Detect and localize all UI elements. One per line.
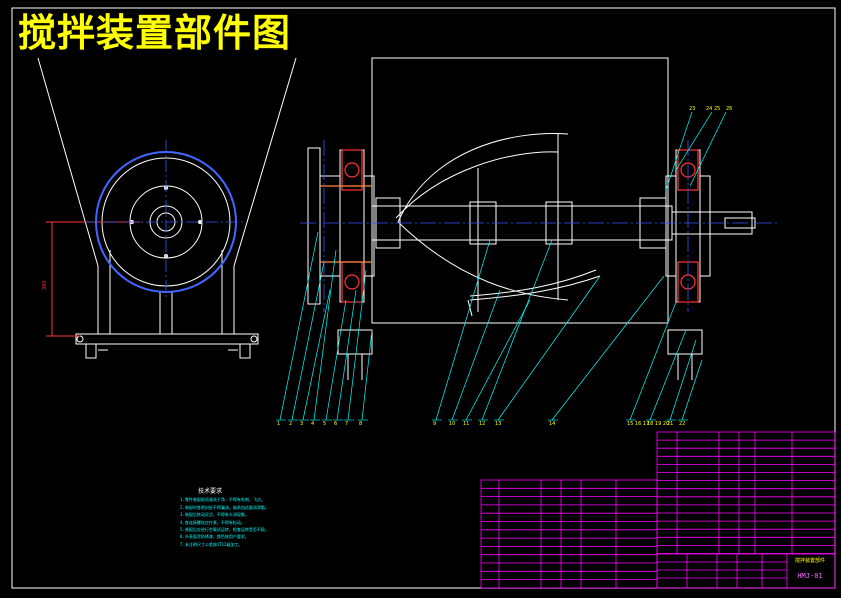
- balloon-label: 21: [667, 421, 673, 427]
- dimension-value: 380: [42, 280, 48, 290]
- note-item: 3.装配后转动灵活，不得有卡滞现象。: [180, 512, 249, 518]
- balloon-label: 23: [689, 106, 695, 112]
- note-item: 6.外表面涂防锈漆，颜色按用户要求。: [180, 534, 249, 540]
- bom-table-right: [656, 431, 836, 554]
- balloon-label: 26: [726, 106, 732, 112]
- bom-outline: [656, 431, 836, 554]
- title-block: [656, 553, 836, 589]
- leader-lines: [279, 111, 727, 421]
- balloon-label: 5: [323, 421, 326, 427]
- drawing-name: 搅拌装置部件: [794, 558, 825, 564]
- balloon-label: 1: [277, 421, 280, 427]
- balloon-label: 11: [463, 421, 469, 427]
- drawing-title: 搅拌装置部件图: [18, 11, 292, 55]
- note-item: 1.零件装配前须清洗干净，不得有毛刺、飞边。: [180, 497, 265, 503]
- balloon-label: 24 25: [706, 106, 720, 112]
- bom-outline: [480, 479, 658, 589]
- balloon-label: 8: [359, 421, 362, 427]
- note-item: 5.装配后应进行空载试运转，检查运转是否平稳。: [180, 527, 269, 533]
- balloon-label: 4: [311, 421, 314, 427]
- side-view: [37, 57, 297, 359]
- balloon-label: 13: [495, 421, 501, 427]
- shaft-centerline: [300, 140, 780, 312]
- balloon-label: 15 16 17: [627, 421, 649, 427]
- side-view-centerlines: [86, 140, 246, 300]
- bearings: [320, 149, 699, 303]
- balloon-label: 9: [433, 421, 436, 427]
- balloon-label: 14: [549, 421, 555, 427]
- balloon-label: 18 19 20: [647, 421, 669, 427]
- note-item: 4.各连接螺栓应拧紧，不得有松动。: [180, 519, 245, 525]
- balloon-label: 2: [289, 421, 292, 427]
- balloon-label: 7: [345, 421, 348, 427]
- balloon-label: 10: [449, 421, 455, 427]
- technical-requirements: 技术要求 1.零件装配前须清洗干净，不得有毛刺、飞边。 2.装配时各密封处不得漏…: [180, 488, 269, 548]
- note-item: 2.装配时各密封处不得漏油，轴承加适量润滑脂。: [180, 504, 269, 510]
- balloon-label: 3: [300, 421, 303, 427]
- drawing-code: HMJ-01: [797, 572, 823, 580]
- balloon-label: 22: [679, 421, 685, 427]
- drawing-border: [11, 7, 836, 589]
- notes-heading: 技术要求: [198, 488, 223, 495]
- balloon-label: 12: [479, 421, 485, 427]
- note-item: 7.未注明尺寸公差按IT12级加工。: [180, 541, 243, 547]
- bom-table-left: [480, 479, 658, 589]
- balloon-label: 6: [334, 421, 337, 427]
